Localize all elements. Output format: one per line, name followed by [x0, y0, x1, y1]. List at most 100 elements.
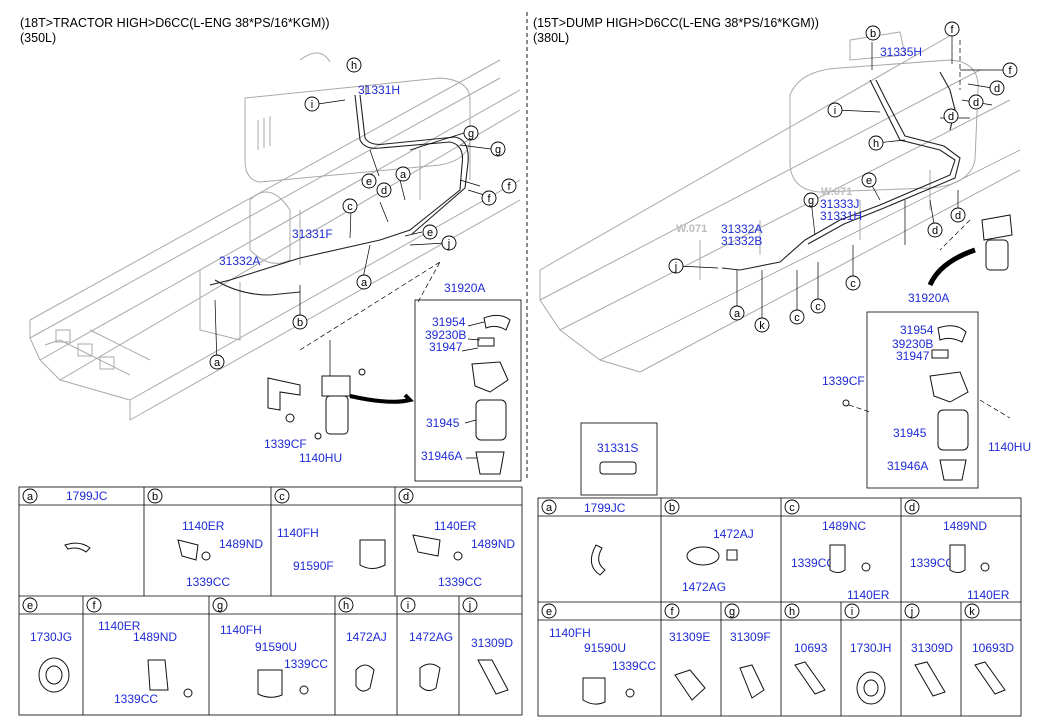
table-letter-h: h: [789, 606, 795, 618]
part-31333J[interactable]: 31333J: [820, 197, 859, 211]
table-letter-a: a: [27, 491, 34, 503]
part-31947[interactable]: 31947: [429, 340, 463, 354]
table-letter-f: f: [670, 606, 674, 618]
part-91590U[interactable]: 91590U: [255, 640, 297, 654]
part-1140ER[interactable]: 1140ER: [182, 519, 225, 533]
part-39230B[interactable]: 39230B: [892, 337, 933, 351]
part-1489ND[interactable]: 1489ND: [219, 537, 263, 551]
callout-d: d: [948, 111, 954, 123]
part-31332A[interactable]: 31332A: [219, 254, 260, 268]
part-1799JC[interactable]: 1799JC: [584, 501, 626, 515]
part-31331F[interactable]: 31331F: [292, 227, 333, 241]
part-31945[interactable]: 31945: [426, 416, 460, 430]
part-1339CC[interactable]: 1339CC: [186, 575, 230, 589]
callout-f: f: [1008, 65, 1012, 77]
part-31920A[interactable]: 31920A: [444, 281, 485, 295]
table-letter-b: b: [152, 491, 158, 503]
table-letter-k: k: [969, 606, 975, 618]
part-1472AG[interactable]: 1472AG: [409, 630, 453, 644]
callout-b: b: [297, 317, 303, 329]
part-31332B[interactable]: 31332B: [721, 234, 762, 248]
part-1489NC[interactable]: 1489NC: [822, 519, 866, 533]
part-1489ND[interactable]: 1489ND: [471, 537, 515, 551]
part-1730JG[interactable]: 1730JG: [30, 630, 72, 644]
part-1339CC[interactable]: 1339CC: [114, 692, 158, 706]
part-1339CF[interactable]: 1339CF: [264, 437, 307, 451]
callout-a: a: [361, 277, 368, 289]
callout-e: e: [427, 227, 433, 239]
part-31331H[interactable]: 31331H: [358, 83, 400, 97]
table-letter-f: f: [92, 600, 96, 612]
callout-d: d: [932, 225, 938, 237]
callout-b: b: [870, 28, 876, 40]
table-letter-e: e: [27, 600, 33, 612]
part-91590F[interactable]: 91590F: [293, 559, 334, 573]
table-letter-i: i: [407, 600, 409, 612]
callout-d: d: [994, 83, 1000, 95]
part-1489ND[interactable]: 1489ND: [133, 630, 177, 644]
part-31920A[interactable]: 31920A: [908, 291, 949, 305]
part-1140ER[interactable]: 1140ER: [967, 588, 1010, 602]
part-31331S[interactable]: 31331S: [597, 441, 638, 455]
callout-g: g: [495, 144, 501, 156]
part-1140HU[interactable]: 1140HU: [299, 451, 342, 465]
part-1472AJ[interactable]: 1472AJ: [346, 630, 387, 644]
part-1339CC[interactable]: 1339CC: [612, 659, 656, 673]
part-31331S-box: 31331S: [580, 422, 658, 496]
right-parts-table: a b c d 1799JC 1472AJ 1472AG 1489NC 1339…: [537, 497, 1022, 717]
callout-c: c: [347, 201, 353, 213]
part-31332A[interactable]: 31332A: [721, 222, 762, 236]
table-letter-h: h: [343, 600, 349, 612]
part-1140HU[interactable]: 1140HU: [988, 440, 1031, 454]
part-10693D[interactable]: 10693D: [972, 641, 1014, 655]
part-10693[interactable]: 10693: [794, 641, 828, 655]
part-91590U[interactable]: 91590U: [584, 641, 626, 655]
part-31945[interactable]: 31945: [893, 426, 927, 440]
part-31946A[interactable]: 31946A: [887, 459, 928, 473]
part-1140FH[interactable]: 1140FH: [549, 626, 591, 640]
part-1140FH[interactable]: 1140FH: [220, 623, 262, 637]
part-1140FH[interactable]: 1140FH: [277, 526, 319, 540]
part-31309E[interactable]: 31309E: [669, 630, 710, 644]
right-callouts: b f f d d i d h e d d g j a k c c c: [668, 21, 1018, 333]
part-39230B[interactable]: 39230B: [425, 328, 466, 342]
callout-g: g: [808, 195, 814, 207]
part-31947[interactable]: 31947: [896, 349, 930, 363]
table-letter-a: a: [546, 502, 553, 514]
part-1140ER[interactable]: 1140ER: [98, 619, 141, 633]
right-filter-detail: 31954 39230B 31947 31945 31946A: [866, 311, 979, 489]
part-31309D[interactable]: 31309D: [911, 641, 953, 655]
part-1339CF[interactable]: 1339CF: [822, 374, 865, 388]
part-31335H[interactable]: 31335H: [880, 45, 922, 59]
callout-a: a: [400, 169, 407, 181]
table-letter-d: d: [909, 502, 915, 514]
part-1730JH[interactable]: 1730JH: [850, 641, 891, 655]
part-1339CC[interactable]: 1339CC: [910, 556, 954, 570]
part-31331H[interactable]: 31331H: [820, 209, 862, 223]
part-31954[interactable]: 31954: [432, 315, 466, 329]
part-1799JC[interactable]: 1799JC: [66, 489, 108, 503]
table-letter-g: g: [729, 606, 735, 618]
callout-i: i: [834, 105, 836, 117]
part-1472AG[interactable]: 1472AG: [682, 580, 726, 594]
right-watermarks: W.071 W.071: [676, 186, 852, 235]
part-1339CC[interactable]: 1339CC: [284, 657, 328, 671]
part-1339CC[interactable]: 1339CC: [438, 575, 482, 589]
table-letter-c: c: [789, 502, 795, 514]
callout-d: d: [955, 210, 961, 222]
part-1140ER[interactable]: 1140ER: [434, 519, 477, 533]
part-31946A[interactable]: 31946A: [421, 449, 462, 463]
part-31954[interactable]: 31954: [900, 323, 934, 337]
left-chassis-drawing: [29, 52, 521, 440]
part-1140ER[interactable]: 1140ER: [847, 588, 890, 602]
callout-f: f: [950, 24, 954, 36]
part-1489ND[interactable]: 1489ND: [943, 519, 987, 533]
part-31309D[interactable]: 31309D: [471, 636, 513, 650]
part-31309F[interactable]: 31309F: [730, 630, 771, 644]
part-1339CC[interactable]: 1339CC: [791, 556, 835, 570]
left-callouts: h i g g e a f f d c e j a b a: [209, 57, 517, 370]
part-1472AJ[interactable]: 1472AJ: [713, 527, 754, 541]
table-letter-d: d: [403, 491, 409, 503]
callout-a: a: [734, 308, 741, 320]
